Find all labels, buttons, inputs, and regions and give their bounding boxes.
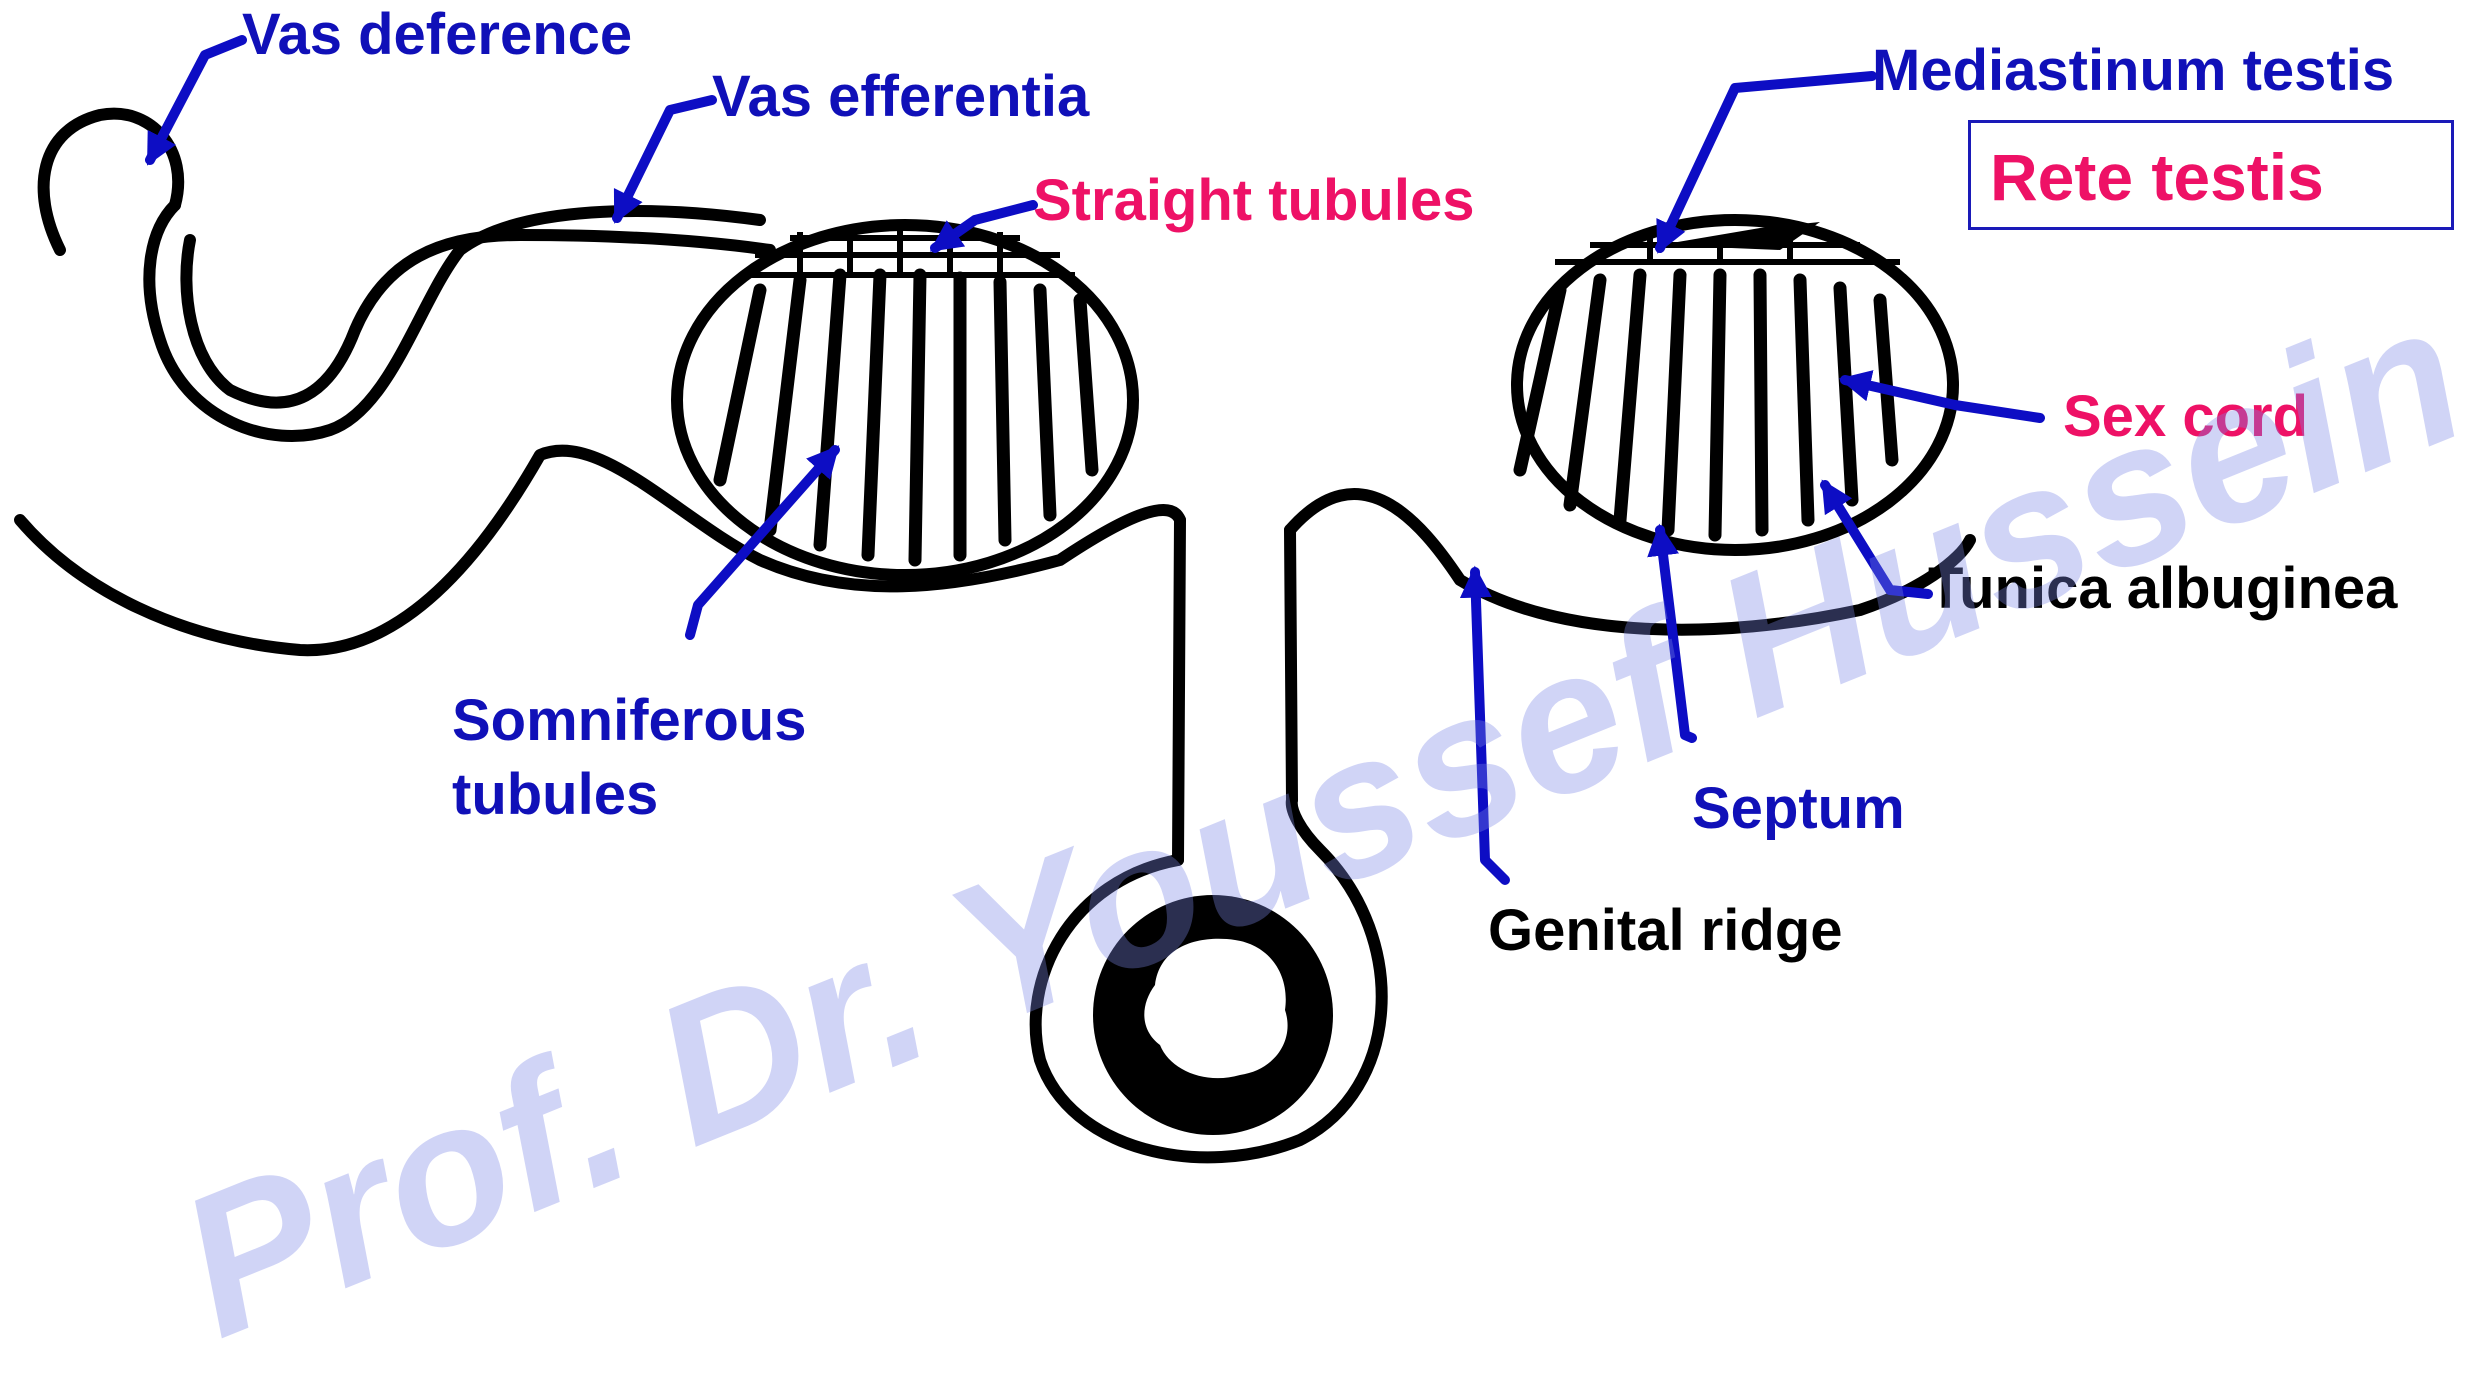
arrow-tunica-albuginea — [1825, 485, 1928, 594]
arrow-straight-tubules — [935, 205, 1033, 248]
arrow-genital-ridge — [1475, 572, 1505, 880]
arrow-somniferous — [690, 450, 835, 635]
arrow-mediastinum-testis — [1660, 76, 1872, 248]
pointer-arrows — [0, 0, 2471, 1181]
diagram-canvas: Vas deference Vas efferentia Straight tu… — [0, 0, 2471, 1181]
arrow-septum — [1660, 530, 1692, 738]
arrow-vas-efferentia — [617, 100, 712, 218]
arrow-sex-cord — [1845, 380, 2040, 418]
arrow-vas-deference — [150, 40, 242, 160]
